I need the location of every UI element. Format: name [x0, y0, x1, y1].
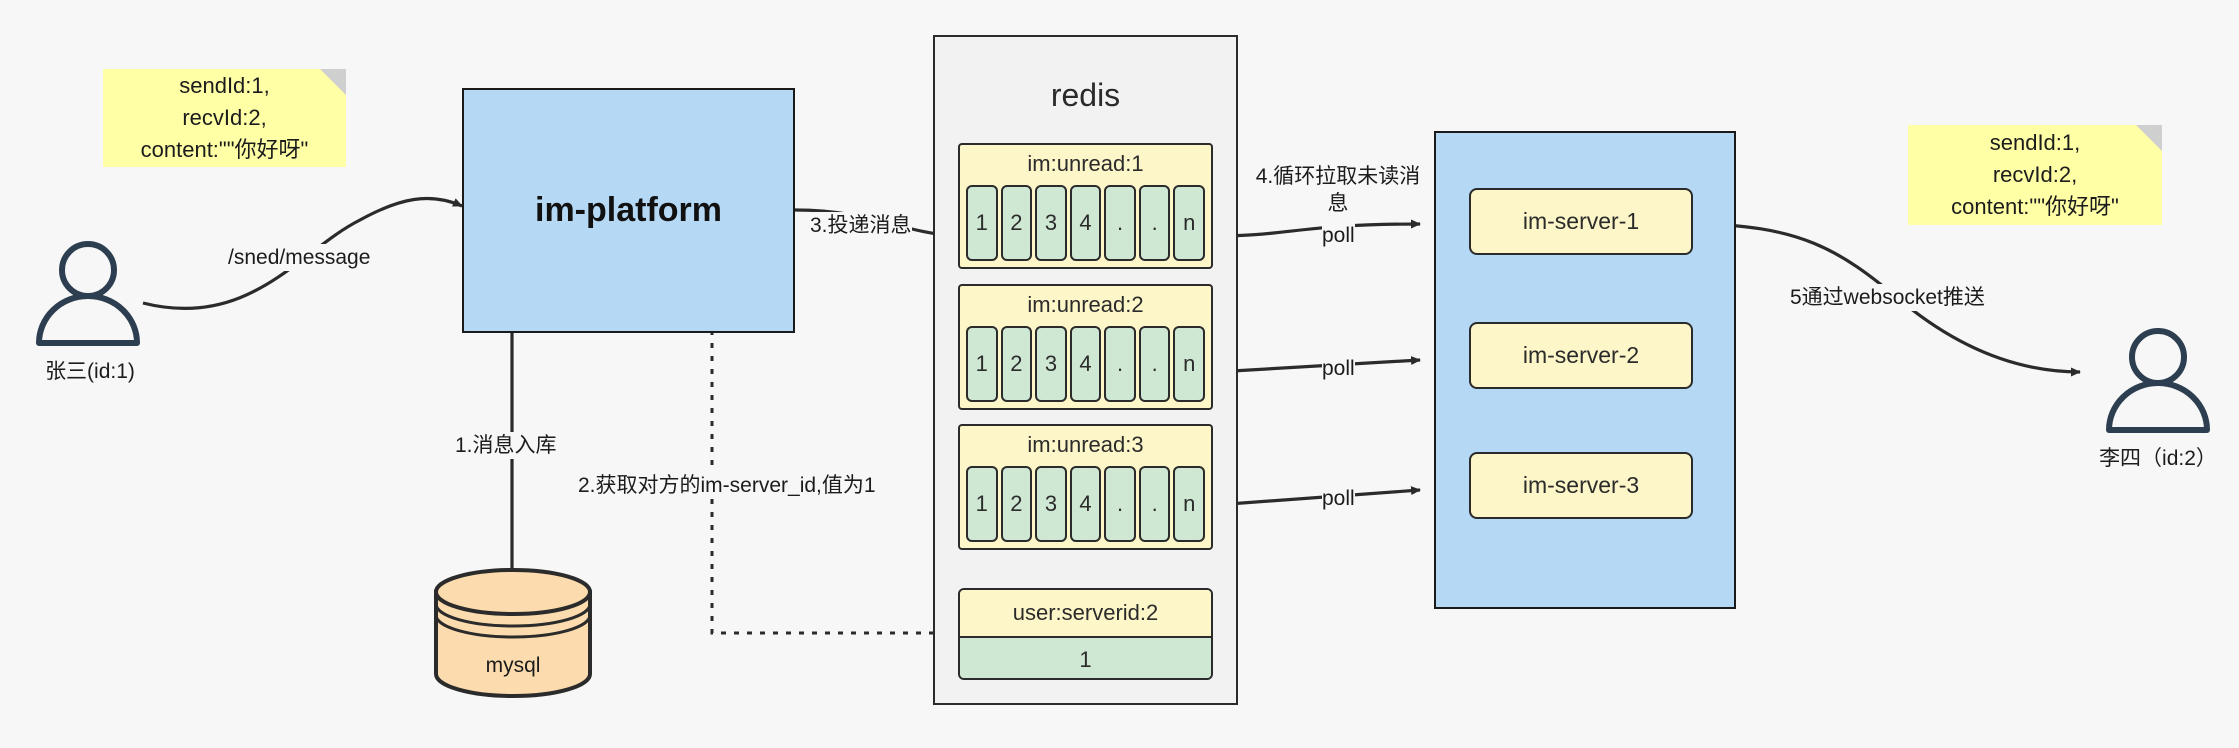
edge-label-poll-1: poll: [1322, 222, 1355, 250]
avatar-receiver: [2098, 325, 2218, 440]
kv-value: 1: [960, 638, 1211, 678]
queue-cell: 4: [1069, 466, 1102, 542]
queue-key-2: im:unread:2: [1027, 292, 1144, 317]
note-left: sendId:1, recvId:2, content:""你好呀": [103, 69, 346, 167]
queue-cell: .: [1104, 185, 1136, 261]
queue-cell: 3: [1035, 185, 1067, 261]
im-server-2-label: im-server-2: [1522, 342, 1640, 368]
queue-cell: 1: [966, 466, 998, 542]
edge-label-step3: 3.投递消息: [810, 212, 912, 240]
node-im-server-1[interactable]: im-server-1: [1469, 188, 1693, 255]
queue-im-unread-2[interactable]: im:unread:2 1 2 3 4 . . n: [958, 284, 1213, 410]
queue-cell: 3: [1035, 326, 1067, 402]
avatar-sender-label: 张三(id:1): [45, 360, 135, 383]
im-server-3-label: im-server-3: [1522, 472, 1640, 498]
queue-cells-1: 1 2 3 4 . . n: [966, 185, 1206, 261]
queue-cells-3: 1 2 3 4 . . n: [966, 466, 1206, 542]
queue-cell: .: [1104, 466, 1136, 542]
edge-queue2-to-server2: [1214, 356, 1421, 374]
note-right-text: sendId:1, recvId:2, content:""你好呀": [1951, 130, 2119, 219]
node-mysql[interactable]: [428, 568, 598, 703]
queue-cell: 2: [1000, 185, 1033, 261]
kv-user-serverid[interactable]: user:serverid:2 1: [958, 588, 1213, 680]
queue-cell: n: [1173, 185, 1206, 261]
note-left-text: sendId:1, recvId:2, content:""你好呀": [140, 73, 309, 162]
edge-label-poll-3: poll: [1322, 485, 1355, 513]
edge-label-step1: 1.消息入库: [455, 432, 557, 460]
queue-im-unread-3[interactable]: im:unread:3 1 2 3 4 . . n: [958, 424, 1213, 550]
queue-cell: 4: [1069, 185, 1102, 261]
mysql-label: mysql: [485, 654, 541, 677]
queue-cell: .: [1138, 185, 1171, 261]
edge-label-poll-2: poll: [1322, 355, 1355, 383]
note-fold-icon: [320, 69, 346, 95]
queue-cell: 1: [966, 326, 998, 402]
queue-key-3: im:unread:3: [1027, 432, 1144, 457]
node-im-server-2[interactable]: im-server-2: [1469, 322, 1693, 389]
edge-label-step2: 2.获取对方的im-server_id,值为1: [578, 472, 876, 500]
note-fold-icon: [2136, 125, 2162, 151]
queue-cell: 3: [1035, 466, 1067, 542]
edge-queue3-to-server3: [1214, 486, 1421, 507]
queue-im-unread-1[interactable]: im:unread:1 1 2 3 4 . . n: [958, 143, 1213, 269]
queue-cell: n: [1173, 326, 1206, 402]
edge-queue1-to-server1: [1214, 219, 1421, 238]
queue-cell: .: [1138, 326, 1171, 402]
queue-cells-2: 1 2 3 4 . . n: [966, 326, 1206, 402]
queue-key-1: im:unread:1: [1027, 151, 1144, 176]
edge-label-step5: 5通过websocket推送: [1790, 284, 1985, 312]
kv-key: user:serverid:2: [960, 590, 1211, 638]
node-im-platform[interactable]: im-platform: [462, 88, 795, 333]
node-im-server-3[interactable]: im-server-3: [1469, 452, 1693, 519]
queue-cell: 1: [966, 185, 998, 261]
database-cylinder-icon: [434, 568, 592, 698]
edge-label-step4: 4.循环拉取未读消 息: [1253, 163, 1423, 218]
im-platform-label: im-platform: [535, 191, 722, 229]
queue-cell: .: [1138, 466, 1171, 542]
note-right: sendId:1, recvId:2, content:""你好呀": [1908, 125, 2162, 225]
avatar-receiver-label: 李四（id:2）: [2099, 447, 2217, 470]
queue-cell: .: [1104, 326, 1136, 402]
queue-cell: 4: [1069, 326, 1102, 402]
person-icon: [2106, 328, 2210, 433]
queue-cell: 2: [1000, 326, 1033, 402]
redis-title: redis: [1050, 77, 1121, 113]
avatar-sender: [28, 238, 148, 353]
queue-cell: 2: [1000, 466, 1033, 542]
im-server-1-label: im-server-1: [1522, 208, 1640, 234]
queue-cell: n: [1173, 466, 1206, 542]
edge-label-send-message: /sned/message: [228, 244, 371, 272]
person-icon: [36, 241, 140, 346]
